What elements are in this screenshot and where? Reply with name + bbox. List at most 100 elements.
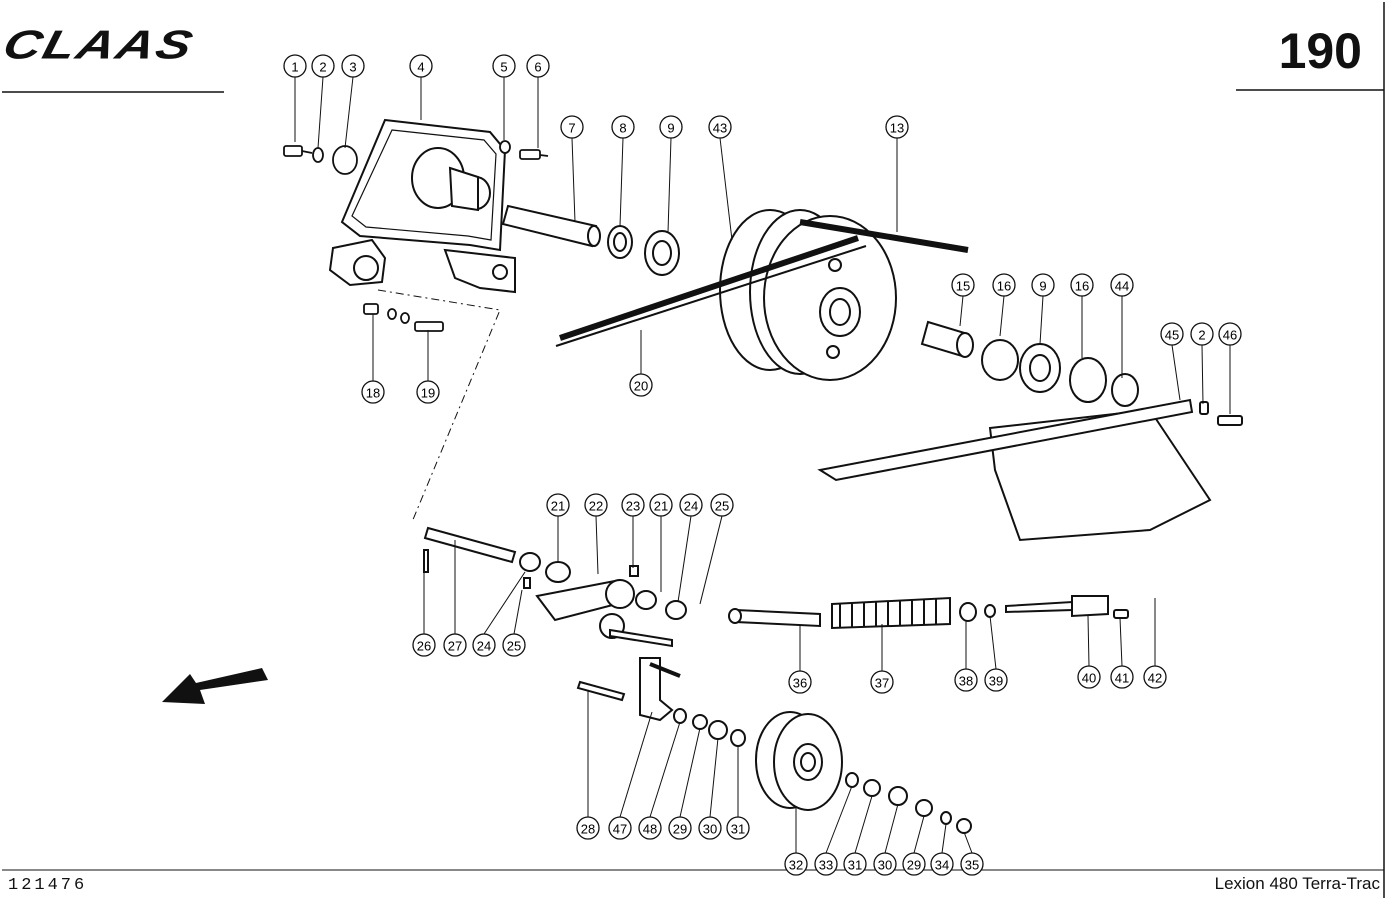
callout-circle [1160,322,1184,346]
callout-label: 42 [1148,671,1162,686]
callout-leader-line [963,831,973,854]
callout-circle [546,493,570,517]
callout-circle [611,115,635,139]
model-name: Lexion 480 Terra-Trac [1214,874,1380,893]
callout-circle [951,273,975,297]
callout-35: 35 [960,852,984,876]
callout-leader-lines [294,76,1231,854]
callout-circle [649,493,673,517]
callout-circle [698,816,722,840]
callout-39: 39 [984,668,1008,692]
callout-label: 26 [417,639,431,654]
callout-label: 6 [534,60,541,75]
callout-circle [668,816,692,840]
callout-leader-line [913,815,925,854]
callout-circle [814,852,838,876]
callout-25: 25 [502,633,526,657]
callout-leader-line [854,795,873,854]
callout-40: 40 [1077,665,1101,689]
callout-circle [726,816,750,840]
callout-label: 35 [965,858,979,873]
callout-label: 8 [619,121,626,136]
callout-48: 48 [638,816,662,840]
callout-label: 23 [626,499,640,514]
callout-label: 25 [715,499,729,514]
callout-leader-line [649,721,681,818]
callout-circle [1077,665,1101,689]
callout-label: 4 [417,60,424,75]
callout-8: 8 [611,115,635,139]
callout-label: 30 [703,822,717,837]
callout-leader-line [719,137,733,241]
callout-label: 39 [989,674,1003,689]
callout-circle [472,633,496,657]
callout-15: 15 [951,273,975,297]
page-number: 190 [1278,23,1362,79]
callout-leader-line [619,137,624,227]
callout-label: 24 [477,639,491,654]
callout-9: 9 [1031,273,1055,297]
callout-circle [576,816,600,840]
callout-circle [708,115,732,139]
callout-label: 29 [673,822,687,837]
callout-22: 22 [584,493,608,517]
callout-label: 31 [731,822,745,837]
callout-circle [710,493,734,517]
callout-circle [885,115,909,139]
callout-21: 21 [649,493,673,517]
callout-41: 41 [1110,665,1134,689]
callout-circle [416,380,440,404]
callout-20: 20 [629,373,653,397]
callout-29: 29 [668,816,692,840]
callout-45: 45 [1160,322,1184,346]
callout-circle [1143,665,1167,689]
callout-leader-line [941,823,947,854]
callout-circle [870,670,894,694]
callout-2: 2 [1190,322,1214,346]
callout-leader-line [344,76,354,149]
callout-leader-line [959,295,964,327]
callout-38: 38 [954,668,978,692]
callout-32: 32 [784,852,808,876]
callout-5: 5 [492,54,516,78]
callout-circle [659,115,683,139]
callout-label: 24 [684,499,698,514]
callout-label: 41 [1115,671,1129,686]
callout-46: 46 [1218,322,1242,346]
callout-30: 30 [873,852,897,876]
callout-7: 7 [560,115,584,139]
callout-16: 16 [1070,273,1094,297]
callout-label: 13 [890,121,904,136]
callout-label: 46 [1223,328,1237,343]
right-bearing-stack [920,320,1139,407]
callout-3: 3 [341,54,365,78]
callout-label: 48 [643,822,657,837]
callout-leader-line [699,515,723,605]
callout-label: 22 [589,499,603,514]
callout-29: 29 [902,852,926,876]
callout-circle [788,670,812,694]
callout-label: 32 [789,858,803,873]
callout-19: 19 [416,380,440,404]
callout-9: 9 [659,115,683,139]
callout-leader-line [679,727,701,818]
callout-label: 15 [956,279,970,294]
callout-leader-line [825,785,853,854]
callout-circle [283,54,307,78]
callout-21: 21 [546,493,570,517]
callout-circle [784,852,808,876]
callout-leader-line [317,76,324,149]
callout-24: 24 [679,493,703,517]
callout-31: 31 [843,852,867,876]
callout-25: 25 [710,493,734,517]
callout-23: 23 [621,493,645,517]
callout-label: 16 [997,279,1011,294]
callout-label: 40 [1082,671,1096,686]
callout-circle [873,852,897,876]
callout-circle [492,54,516,78]
callout-label: 47 [613,822,627,837]
callout-leader-line [989,615,997,670]
